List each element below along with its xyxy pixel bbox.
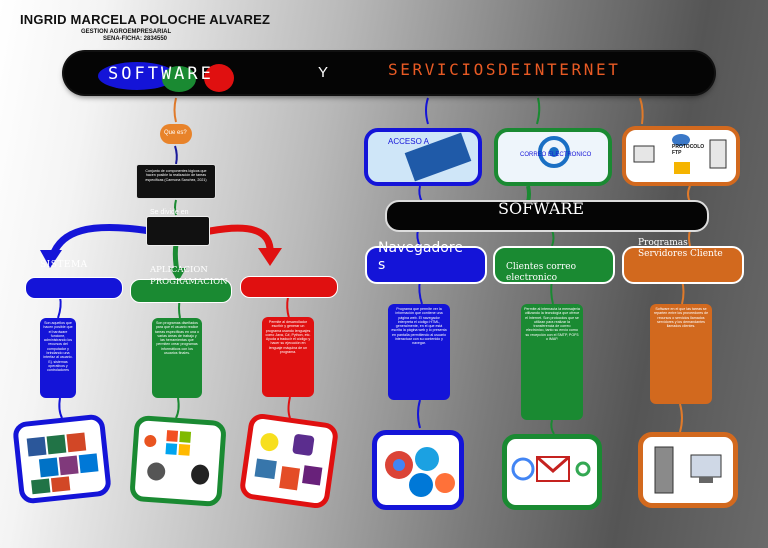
servidores-description-text: Software en el que las tareas se reparte… [653, 307, 709, 329]
navegadores-description-card: Programa que permite ver la información … [388, 304, 450, 400]
browser-logos-graphic [385, 447, 455, 497]
banner-software-word: SOFTWARE [108, 64, 214, 84]
header-subtitle: GESTION AGROEMPRESARIAL SENA-FICHA: 2834… [81, 29, 171, 43]
branch-sistema-label: SISTEMA [40, 260, 88, 270]
access-caption: ACCESO A [388, 137, 429, 146]
software-definition-card: Conjunto de componentes lógicos que hace… [136, 164, 216, 199]
www-graphic [404, 132, 472, 182]
question-bubble [160, 124, 192, 144]
client-server-graphic [654, 446, 722, 494]
sistema-description-text: Son aquellos que hacen posible que el ha… [43, 321, 73, 373]
clientes-pill [493, 246, 615, 284]
operating-systems-icon [129, 414, 227, 508]
www-icon [364, 128, 482, 186]
office-tiles-graphic [26, 432, 99, 495]
gmail-icon [502, 434, 602, 510]
servidores-label: Programas Servidores Cliente [638, 238, 723, 259]
ftp-caption: PROTOCOLO FTP [672, 144, 705, 156]
ftp-server-icon [622, 126, 740, 186]
at-sign-graphic [538, 136, 570, 168]
clientes-description-card: Permite al internauta la mensajería util… [521, 304, 583, 420]
banner-red-dot [204, 64, 234, 92]
software-bar-label: SOFWARE [498, 199, 585, 218]
email-caption: CORREO ELECTRONICO [520, 152, 592, 158]
client-server-icon [638, 432, 738, 508]
os-logos-graphic [144, 430, 210, 485]
servidores-pill [622, 246, 744, 284]
software-definition-text: Conjunto de componentes lógicos que hace… [145, 169, 207, 182]
programming-languages-icon [238, 412, 340, 510]
programacion-description-text: Permite al desarrollador escribir y gene… [265, 320, 311, 355]
language-logos-graphic [254, 433, 323, 491]
branch-aplicacion-label: APLICACION PROGRAMACION [150, 265, 228, 287]
programacion-description-card: Permite al desarrollador escribir y gene… [262, 317, 314, 397]
branch-programacion-pill [240, 276, 338, 298]
ms-office-apps-icon [11, 413, 113, 505]
divided-label: Se divide en [150, 209, 189, 216]
branch-sistema-pill [25, 277, 123, 299]
banner-connector-word: Y [318, 64, 329, 81]
divided-box [146, 216, 210, 246]
banner-green-dot [162, 66, 196, 92]
banner-services-word: SERVICIOSDEINTERNET [388, 60, 621, 79]
clientes-label: Clientes correo electronico [506, 262, 576, 283]
web-browsers-icon [372, 430, 464, 510]
gmail-graphic [511, 455, 591, 482]
aplicacion-description-card: Son programas diseñados para que el usua… [152, 318, 202, 398]
program-name: GESTION AGROEMPRESARIAL [81, 29, 172, 35]
navegadores-pill [365, 246, 487, 284]
software-bar [385, 200, 709, 232]
ficha-number: SENA-FICHA: 2834550 [103, 36, 168, 42]
ftp-graphic [633, 134, 727, 174]
email-at-icon [494, 128, 612, 186]
sistema-description-card: Son aquellos que hacen posible que el ha… [40, 318, 76, 398]
clientes-description-text: Permite al internauta la mensajería util… [524, 307, 580, 342]
question-label: Que es? [164, 130, 187, 136]
servidores-description-card: Software en el que las tareas se reparte… [650, 304, 712, 404]
aplicacion-description-text: Son programas diseñados para que el usua… [155, 321, 199, 356]
navegadores-description-text: Programa que permite ver la información … [391, 307, 447, 346]
branch-aplicacion-pill [130, 279, 232, 303]
navegadores-label: Navegadores [378, 240, 463, 273]
author-name: INGRID MARCELA POLOCHE ALVAREZ [20, 12, 271, 27]
